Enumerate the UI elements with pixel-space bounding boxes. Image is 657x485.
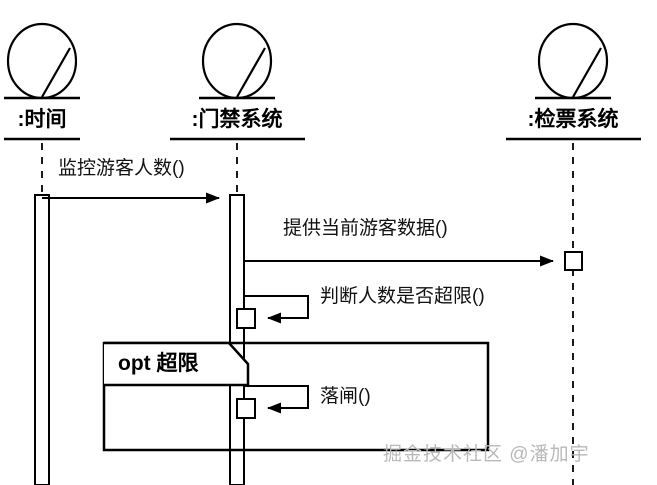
lifeline-label-ticket[interactable]: :检票系统 [527, 108, 619, 131]
fragment-frame-opt [102, 341, 490, 452]
actor-circle-chord-icon [572, 47, 602, 98]
watermark-text: 掘金技术社区 @潘加宇 [383, 444, 590, 465]
activation-bar-gate [229, 194, 245, 485]
actor-circle-chord-icon [236, 47, 266, 98]
message-arrow-m4 [244, 385, 309, 414]
message-label-m2[interactable]: 提供当前游客数据() [283, 218, 448, 239]
lifeline-head-ticket [506, 22, 641, 485]
actor-circle-chord-icon [41, 47, 71, 98]
nested-activation-gate-m4 [236, 398, 256, 419]
actor-circle-icon [201, 22, 273, 100]
lifeline-label-time[interactable]: :时间 [17, 108, 67, 131]
message-label-m1[interactable]: 监控游客人数() [58, 158, 185, 179]
lifeline-label-gate[interactable]: :门禁系统 [191, 108, 283, 131]
actor-circle-icon [537, 22, 609, 100]
actor-circle-icon [6, 22, 78, 100]
activation-bar-ticket [564, 251, 583, 271]
message-label-m4[interactable]: 落闸() [320, 386, 371, 407]
fragment-operator-tab-opt [104, 341, 250, 387]
nested-activation-gate-m3 [236, 308, 256, 329]
message-arrow-m3 [244, 295, 309, 324]
fragment-label-opt[interactable]: opt 超限 [118, 352, 199, 375]
activation-bar-time [34, 194, 50, 485]
message-label-m3[interactable]: 判断人数是否超限() [320, 286, 485, 307]
